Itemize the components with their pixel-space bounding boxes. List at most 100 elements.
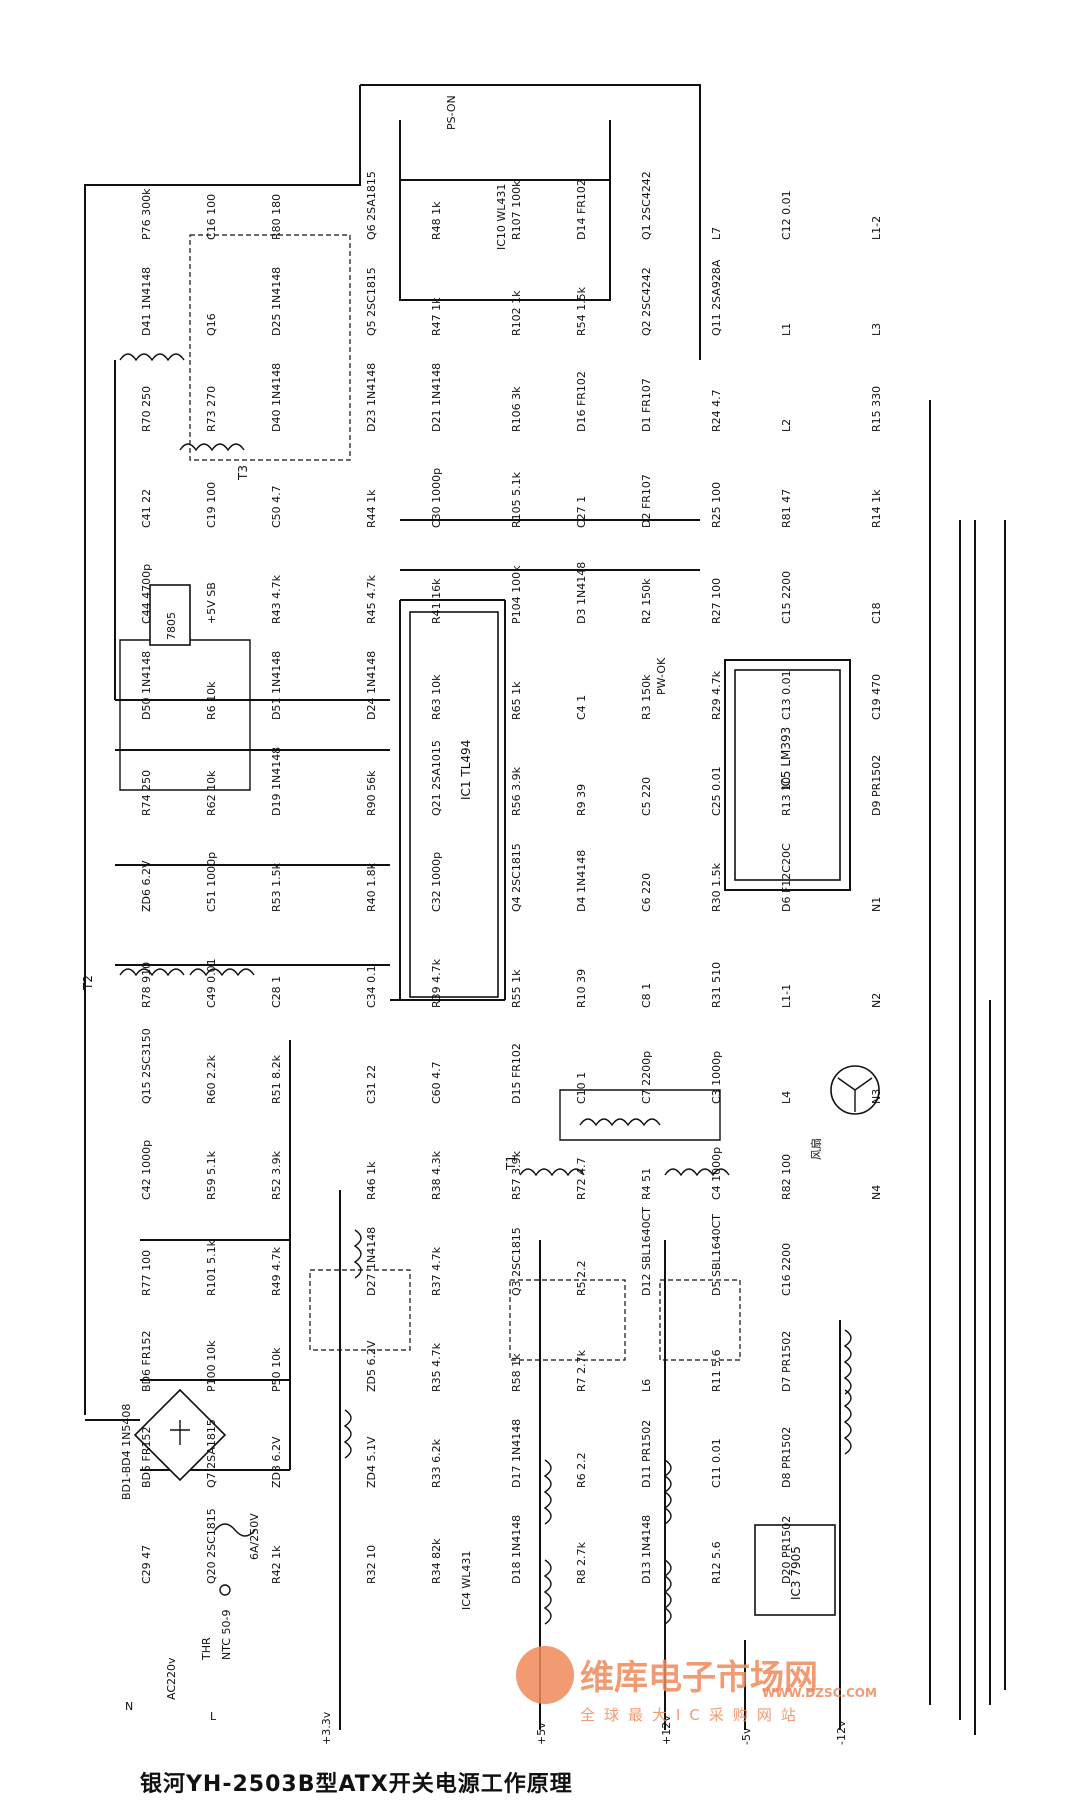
component-label: R9 39 [575,784,588,816]
component-label: R51 8.2k [270,1054,283,1104]
component-label: C19 100 [205,482,218,528]
component-label: R70 250 [140,386,153,432]
component-label: R90 56k [365,770,378,816]
component-label: Q2 2SC4242 [640,267,653,336]
component-label: L1-1 [780,984,793,1008]
component-label: D15 FR102 [510,1043,523,1104]
component-label: C8 1 [640,983,653,1008]
component-label: R38 4.3k [430,1150,443,1200]
component-label: C7 2200p [640,1051,653,1104]
component-label: R60 2.2k [205,1054,218,1104]
rail-3v3: +3.3v [320,1711,333,1745]
t3-label: T3 [236,465,250,481]
component-label: R2 150k [640,578,653,624]
component-label: D9 PR1502 [870,755,883,816]
component-label: R63 10k [430,674,443,720]
rail-minus12v: -12v [835,1720,848,1745]
component-label: D20 PR1502 [780,1516,793,1584]
component-label: L1 [780,323,793,336]
component-label: R80 180 [270,194,283,240]
component-label: R62 10k [205,770,218,816]
component-label: R48 1k [430,201,443,240]
component-label: C3 1000p [710,1051,723,1104]
fan-symbol: 风扇 [809,1065,880,1160]
ntc-label: NTC 50-9 [220,1610,233,1660]
component-label: ZD3 6.2V [270,1436,283,1488]
component-label: D17 1N4148 [510,1419,523,1488]
ic-blocks: IC1 TL494 IC5 LM393 IC3 7905 7805 IC10 W… [149,184,841,1616]
component-label: Q7 2SA1815 [205,1419,218,1488]
component-label: Q16 [205,313,218,336]
component-label: D19 1N4148 [270,747,283,816]
bridge-label: BD1-BD4 1N5408 [120,1404,133,1500]
component-label: L2 [780,419,793,432]
component-label: Q1 2SC4242 [640,171,653,240]
component-label: R34 82k [430,1538,443,1584]
component-label: D1 FR107 [640,378,653,432]
component-label: R49 4.7k [270,1246,283,1296]
t3-coil-b [179,443,245,452]
l6-coil [353,1229,362,1279]
page-title: 银河YH-2503B型ATX开关电源工作原理 [140,1772,573,1797]
component-label: R37 4.7k [430,1246,443,1296]
ic1-body [409,611,499,998]
component-label: R32 10 [365,1545,378,1584]
component-label: D51 1N4148 [270,651,283,720]
component-label: D11 PR1502 [640,1420,653,1488]
component-label: L4 [780,1091,793,1104]
component-label: D23 1N4148 [365,363,378,432]
component-label: R8 2.7k [575,1541,588,1584]
component-label: D41 1N4148 [140,267,153,336]
component-label: R12 5.6 [710,1541,723,1584]
component-label: D50 1N4148 [140,651,153,720]
component-label: R29 4.7k [710,670,723,720]
component-label: R15 330 [870,386,883,432]
t2-label: T2 [81,975,95,991]
component-label: C28 1 [270,976,283,1008]
component-label: C51 1000p [205,852,218,912]
component-label: R47 1k [430,297,443,336]
component-label: R6 2.2 [575,1452,588,1488]
component-label: R27 100 [710,578,723,624]
component-label: R57 3.9k [510,1150,523,1200]
component-label: P50 10k [270,1347,283,1392]
ic10-label: IC10 WL431 [495,184,508,250]
component-label: C42 1000p [140,1140,153,1200]
component-label: N2 [870,993,883,1008]
component-label: Q15 2SC3150 [140,1028,153,1104]
component-label: C13 0.01 [780,670,793,720]
component-label: R40 1.8k [365,862,378,912]
component-label: C16 100 [205,194,218,240]
bridge-and-modules [133,234,741,1482]
component-label: Q11 2SA928A [710,259,723,336]
l1-1-coil [663,1459,672,1525]
t1-label: T1 [504,1155,518,1171]
component-label: R106 3k [510,386,523,432]
component-label: D4 1N4148 [575,850,588,912]
component-label: D40 1N4148 [270,363,283,432]
component-label: R55 1k [510,969,523,1008]
l4-coil [663,1559,672,1625]
fan-label: 风扇 [809,1138,823,1160]
t1-n3-coil [664,1168,730,1177]
l7-coil [343,1409,352,1459]
t3-coil-a [119,353,185,362]
component-label: R11 5.6 [710,1349,723,1392]
component-label: R43 4.7k [270,574,283,624]
component-label: C5 220 [640,777,653,816]
component-label: D24 1N4148 [365,651,378,720]
component-label: ZD5 6.2V [365,1340,378,1392]
component-label: P104 100k [510,565,523,624]
component-label: C10 1 [575,1072,588,1104]
component-label: L3 [870,323,883,336]
rail-minus5v: -5v [740,1727,753,1745]
component-label: Q4 2SC1815 [510,843,523,912]
component-label: R30 1.5k [710,862,723,912]
component-label: C44 4700p [140,564,153,624]
transformer-labels: T3 T2 T1 [81,465,518,1171]
ic3-label: IC3 7905 [789,1546,803,1600]
component-label: N3 [870,1089,883,1104]
component-label: R24 4.7 [710,389,723,432]
